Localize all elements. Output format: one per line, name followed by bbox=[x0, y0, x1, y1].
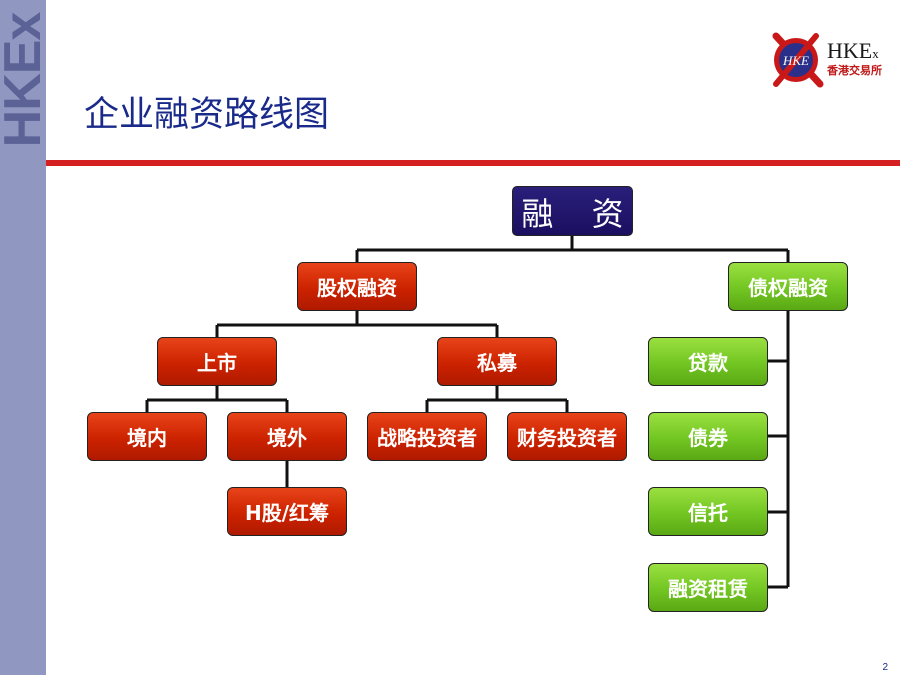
node-domestic: 境内 bbox=[87, 412, 207, 461]
hkex-logo: HKE HKEx 香港交易所 bbox=[768, 32, 888, 88]
sidebar-band: HKEx bbox=[0, 0, 52, 675]
node-bond: 债券 bbox=[648, 412, 768, 461]
title-divider bbox=[46, 160, 900, 166]
node-financial-investor: 财务投资者 bbox=[507, 412, 627, 461]
brand-wordmark: HKEx bbox=[827, 38, 879, 63]
brand-chinese-name: 香港交易所 bbox=[827, 64, 882, 77]
hkex-emblem-icon: HKE bbox=[772, 32, 824, 88]
node-trust: 信托 bbox=[648, 487, 768, 536]
node-financial-leasing: 融资租赁 bbox=[648, 563, 768, 612]
node-loan: 贷款 bbox=[648, 337, 768, 386]
node-overseas: 境外 bbox=[227, 412, 347, 461]
node-debt-financing: 债权融资 bbox=[728, 262, 848, 311]
node-financing-root: 融 资 bbox=[512, 186, 633, 236]
node-strategic-investor: 战略投资者 bbox=[367, 412, 487, 461]
page-title: 企业融资路线图 bbox=[84, 95, 330, 135]
page-number: 2 bbox=[882, 662, 888, 673]
node-listing: 上市 bbox=[157, 337, 277, 386]
emblem-text: HKE bbox=[782, 53, 809, 68]
node-h-share-red-chip: H股/红筹 bbox=[227, 487, 347, 536]
node-private-placement: 私募 bbox=[437, 337, 557, 386]
node-equity-financing: 股权融资 bbox=[297, 262, 417, 311]
